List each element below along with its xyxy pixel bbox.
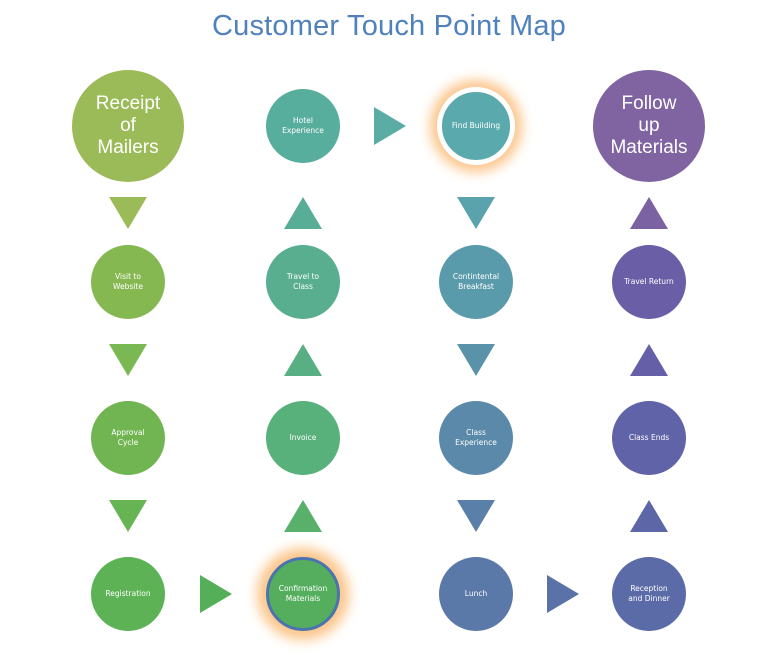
arrow-up-icon	[284, 197, 322, 229]
node-reception-and-dinner: Reception and Dinner	[612, 557, 686, 631]
node-approval-cycle: Approval Cycle	[91, 401, 165, 475]
node-label: Visit to Website	[113, 272, 143, 291]
arrow-up-icon	[630, 197, 668, 229]
arrow-right-icon	[546, 575, 579, 613]
arrow-up-icon	[630, 500, 668, 532]
node-label: Reception and Dinner	[628, 584, 670, 603]
arrow-down-icon	[109, 197, 147, 229]
node-class-ends: Class Ends	[612, 401, 686, 475]
node-receipt-of-mailers: Receipt of Mailers	[72, 70, 184, 182]
node-label: Invoice	[289, 433, 317, 442]
node-confirmation-materials: Confirmation Materials	[266, 557, 340, 631]
arrow-down-icon	[457, 500, 495, 532]
node-lunch: Lunch	[439, 557, 513, 631]
node-hotel-experience: Hotel Experience	[266, 89, 340, 163]
node-class-experience: Class Experience	[439, 401, 513, 475]
arrow-up-icon	[630, 344, 668, 376]
node-invoice: Invoice	[266, 401, 340, 475]
arrow-up-icon	[284, 500, 322, 532]
node-label: Contintental Breakfast	[452, 272, 500, 291]
diagram-title: Customer Touch Point Map	[211, 10, 567, 42]
node-continental-breakfast: Contintental Breakfast	[439, 245, 513, 319]
node-label: Travel to Class	[286, 272, 320, 291]
arrow-right-icon	[373, 107, 406, 145]
node-visit-to-website: Visit to Website	[91, 245, 165, 319]
node-label: Registration	[105, 589, 151, 598]
arrow-right-icon	[199, 575, 232, 613]
arrow-down-icon	[457, 197, 495, 229]
node-travel-to-class: Travel to Class	[266, 245, 340, 319]
node-label: Class Ends	[628, 433, 670, 442]
node-follow-up-materials: Follow up Materials	[593, 70, 705, 182]
arrow-up-icon	[284, 344, 322, 376]
node-label: Lunch	[464, 589, 488, 598]
node-label: Hotel Experience	[282, 116, 324, 135]
arrow-down-icon	[457, 344, 495, 376]
arrow-down-icon	[109, 344, 147, 376]
node-label: Confirmation Materials	[278, 584, 328, 603]
node-label: Class Experience	[455, 428, 497, 447]
node-label: Approval Cycle	[111, 428, 145, 447]
node-label: Find Building	[451, 121, 501, 130]
node-find-building: Find Building	[439, 89, 513, 163]
node-label: Receipt of Mailers	[95, 93, 161, 158]
node-label: Travel Return	[624, 277, 674, 286]
node-label: Follow up Materials	[610, 93, 688, 158]
node-travel-return: Travel Return	[612, 245, 686, 319]
arrow-down-icon	[109, 500, 147, 532]
node-registration: Registration	[91, 557, 165, 631]
